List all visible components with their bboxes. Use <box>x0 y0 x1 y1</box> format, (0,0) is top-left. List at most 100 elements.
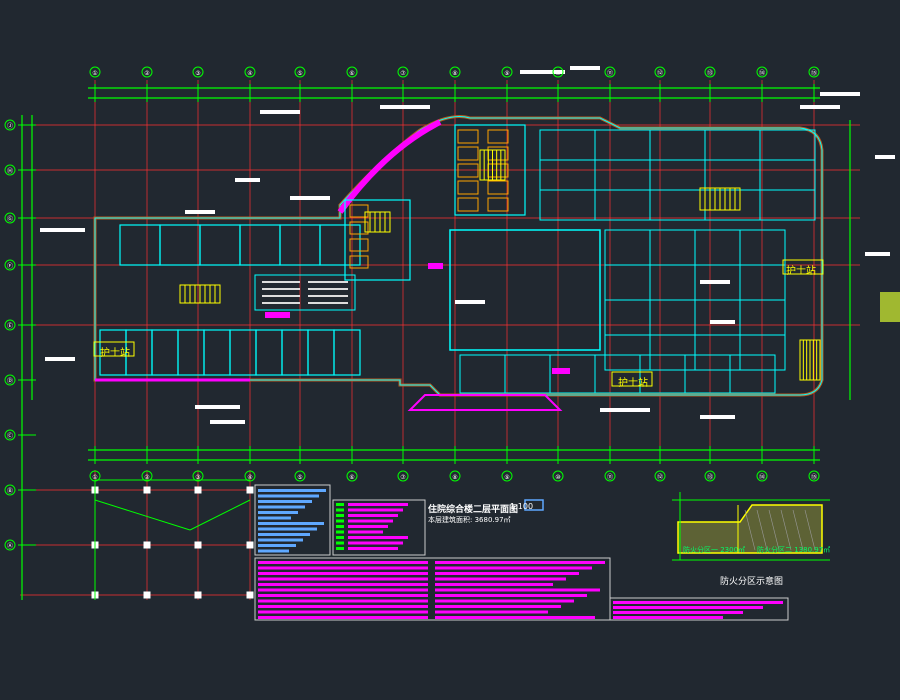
axis-bubble-bottom <box>501 470 513 482</box>
axis-bubble-label-bottom: ⑨ <box>504 474 509 481</box>
axis-bubble-left <box>4 429 16 441</box>
axis-bubble-label-left: Ⓗ <box>7 167 13 175</box>
axis-bubble-top <box>552 66 564 78</box>
axis-bubble-label-left: Ⓐ <box>7 542 13 550</box>
axis-bubble-label-bottom: ② <box>144 474 150 481</box>
axis-bubble-label-left: Ⓕ <box>7 262 13 270</box>
notes-row <box>258 566 428 570</box>
axis-bubble-label-bottom: ⑭ <box>759 473 765 481</box>
notes-row <box>435 561 605 564</box>
north-wing-room <box>539 189 596 221</box>
south-room <box>459 354 506 394</box>
axis-bubble-label-top: ⑦ <box>400 70 406 77</box>
legend-swatch <box>336 503 344 506</box>
legend-row-magenta <box>348 508 403 512</box>
legend-row-blue <box>258 549 289 553</box>
room-label-1: 护士站 <box>100 348 130 359</box>
north-wing-room <box>704 129 761 161</box>
annotation-block <box>800 105 840 109</box>
drawing-title: 住院综合楼二层平面图 <box>428 505 519 515</box>
toilet-fixture <box>349 221 369 235</box>
axis-bubble-bottom <box>346 470 358 482</box>
ward-room <box>281 329 309 376</box>
toilet-fixture <box>457 163 479 178</box>
axis-bubble-label-top: ⑧ <box>452 70 457 77</box>
axis-bubble-left <box>4 259 16 271</box>
north-wing-room <box>649 129 706 161</box>
annotation-block <box>710 320 735 324</box>
fire-zone-inset <box>672 492 830 561</box>
annotation-block <box>45 357 75 361</box>
entrance-canopy <box>407 394 563 411</box>
right-wing-room <box>649 264 696 301</box>
legend-swatch <box>336 530 344 534</box>
axis-bubble-label-top: ① <box>92 70 97 77</box>
north-wing-room <box>594 129 651 161</box>
legend-row-magenta <box>348 541 403 545</box>
legend-row-blue <box>258 500 312 503</box>
inset-hatch <box>780 509 792 551</box>
magenta-tag <box>265 312 290 318</box>
axis-bubble-label-bottom: ⑧ <box>452 474 457 481</box>
right-wing-room <box>649 334 696 371</box>
right-wing-room <box>694 334 741 371</box>
right-wing-room <box>739 264 786 301</box>
legend-swatch <box>336 525 344 528</box>
right-wing-room <box>739 229 786 266</box>
axis-bubble-top <box>244 66 256 78</box>
legend-row-magenta <box>348 514 398 517</box>
notes-row <box>435 610 548 614</box>
notes-row <box>435 588 600 592</box>
legend-row-blue <box>258 527 317 531</box>
annotation-block <box>600 408 650 412</box>
toilet-fixture <box>487 180 509 195</box>
drawing-scale: 1:100 <box>510 502 534 511</box>
axis-bubble-top <box>501 66 513 78</box>
legend-row-magenta <box>348 519 393 523</box>
ward-room <box>333 329 361 376</box>
south-room <box>729 354 776 394</box>
notes-row <box>435 572 579 575</box>
toilet-fixture <box>487 129 509 144</box>
magenta-tag <box>428 263 443 269</box>
annotation-block <box>260 110 300 114</box>
inset-hatch <box>792 509 804 551</box>
axis-bubble-bottom <box>654 470 666 482</box>
annotation-block <box>210 420 245 424</box>
axis-bubble-bottom <box>604 470 616 482</box>
axis-bubble-label-left: Ⓔ <box>7 322 13 330</box>
stairs-group <box>93 149 824 387</box>
north-wing-room <box>649 159 706 191</box>
axis-bubble-bottom <box>808 470 820 482</box>
axis-bubble-bottom <box>704 470 716 482</box>
ward-room <box>255 329 283 376</box>
legend-swatch <box>336 536 344 539</box>
axis-bubble-label-top: ⑩ <box>555 70 560 77</box>
stair-mid <box>364 211 391 233</box>
toilet-fixture <box>457 180 479 195</box>
legend-row-magenta <box>348 547 398 550</box>
annotation-block <box>455 300 485 304</box>
legend-swatch <box>336 514 344 517</box>
north-wing-room <box>594 159 651 191</box>
axis-bubble-label-top: ⑤ <box>297 70 302 77</box>
axis-bubble-label-bottom: ⑩ <box>555 474 560 481</box>
notes-table <box>254 557 611 621</box>
axis-bubble-label-left: Ⓒ <box>7 432 13 440</box>
axis-bubble-label-top: ⑪ <box>607 69 613 77</box>
axis-bubble-top <box>654 66 666 78</box>
legend-row-blue <box>258 489 326 492</box>
dimension-lines <box>18 84 851 600</box>
axis-bubble-label-bottom: ① <box>92 474 97 481</box>
axis-bubble-left <box>4 539 16 551</box>
right-wing-room <box>694 299 741 336</box>
notes-row <box>435 605 561 608</box>
notes-table-ext <box>609 597 789 621</box>
axis-bubble-label-bottom: ③ <box>195 474 200 481</box>
room-walls <box>99 124 816 394</box>
annotation-block <box>520 70 565 74</box>
annotation-block <box>700 415 735 419</box>
label-box <box>611 371 653 387</box>
north-wing-room <box>759 189 816 221</box>
axis-bubble-label-left: Ⓙ <box>7 122 13 130</box>
